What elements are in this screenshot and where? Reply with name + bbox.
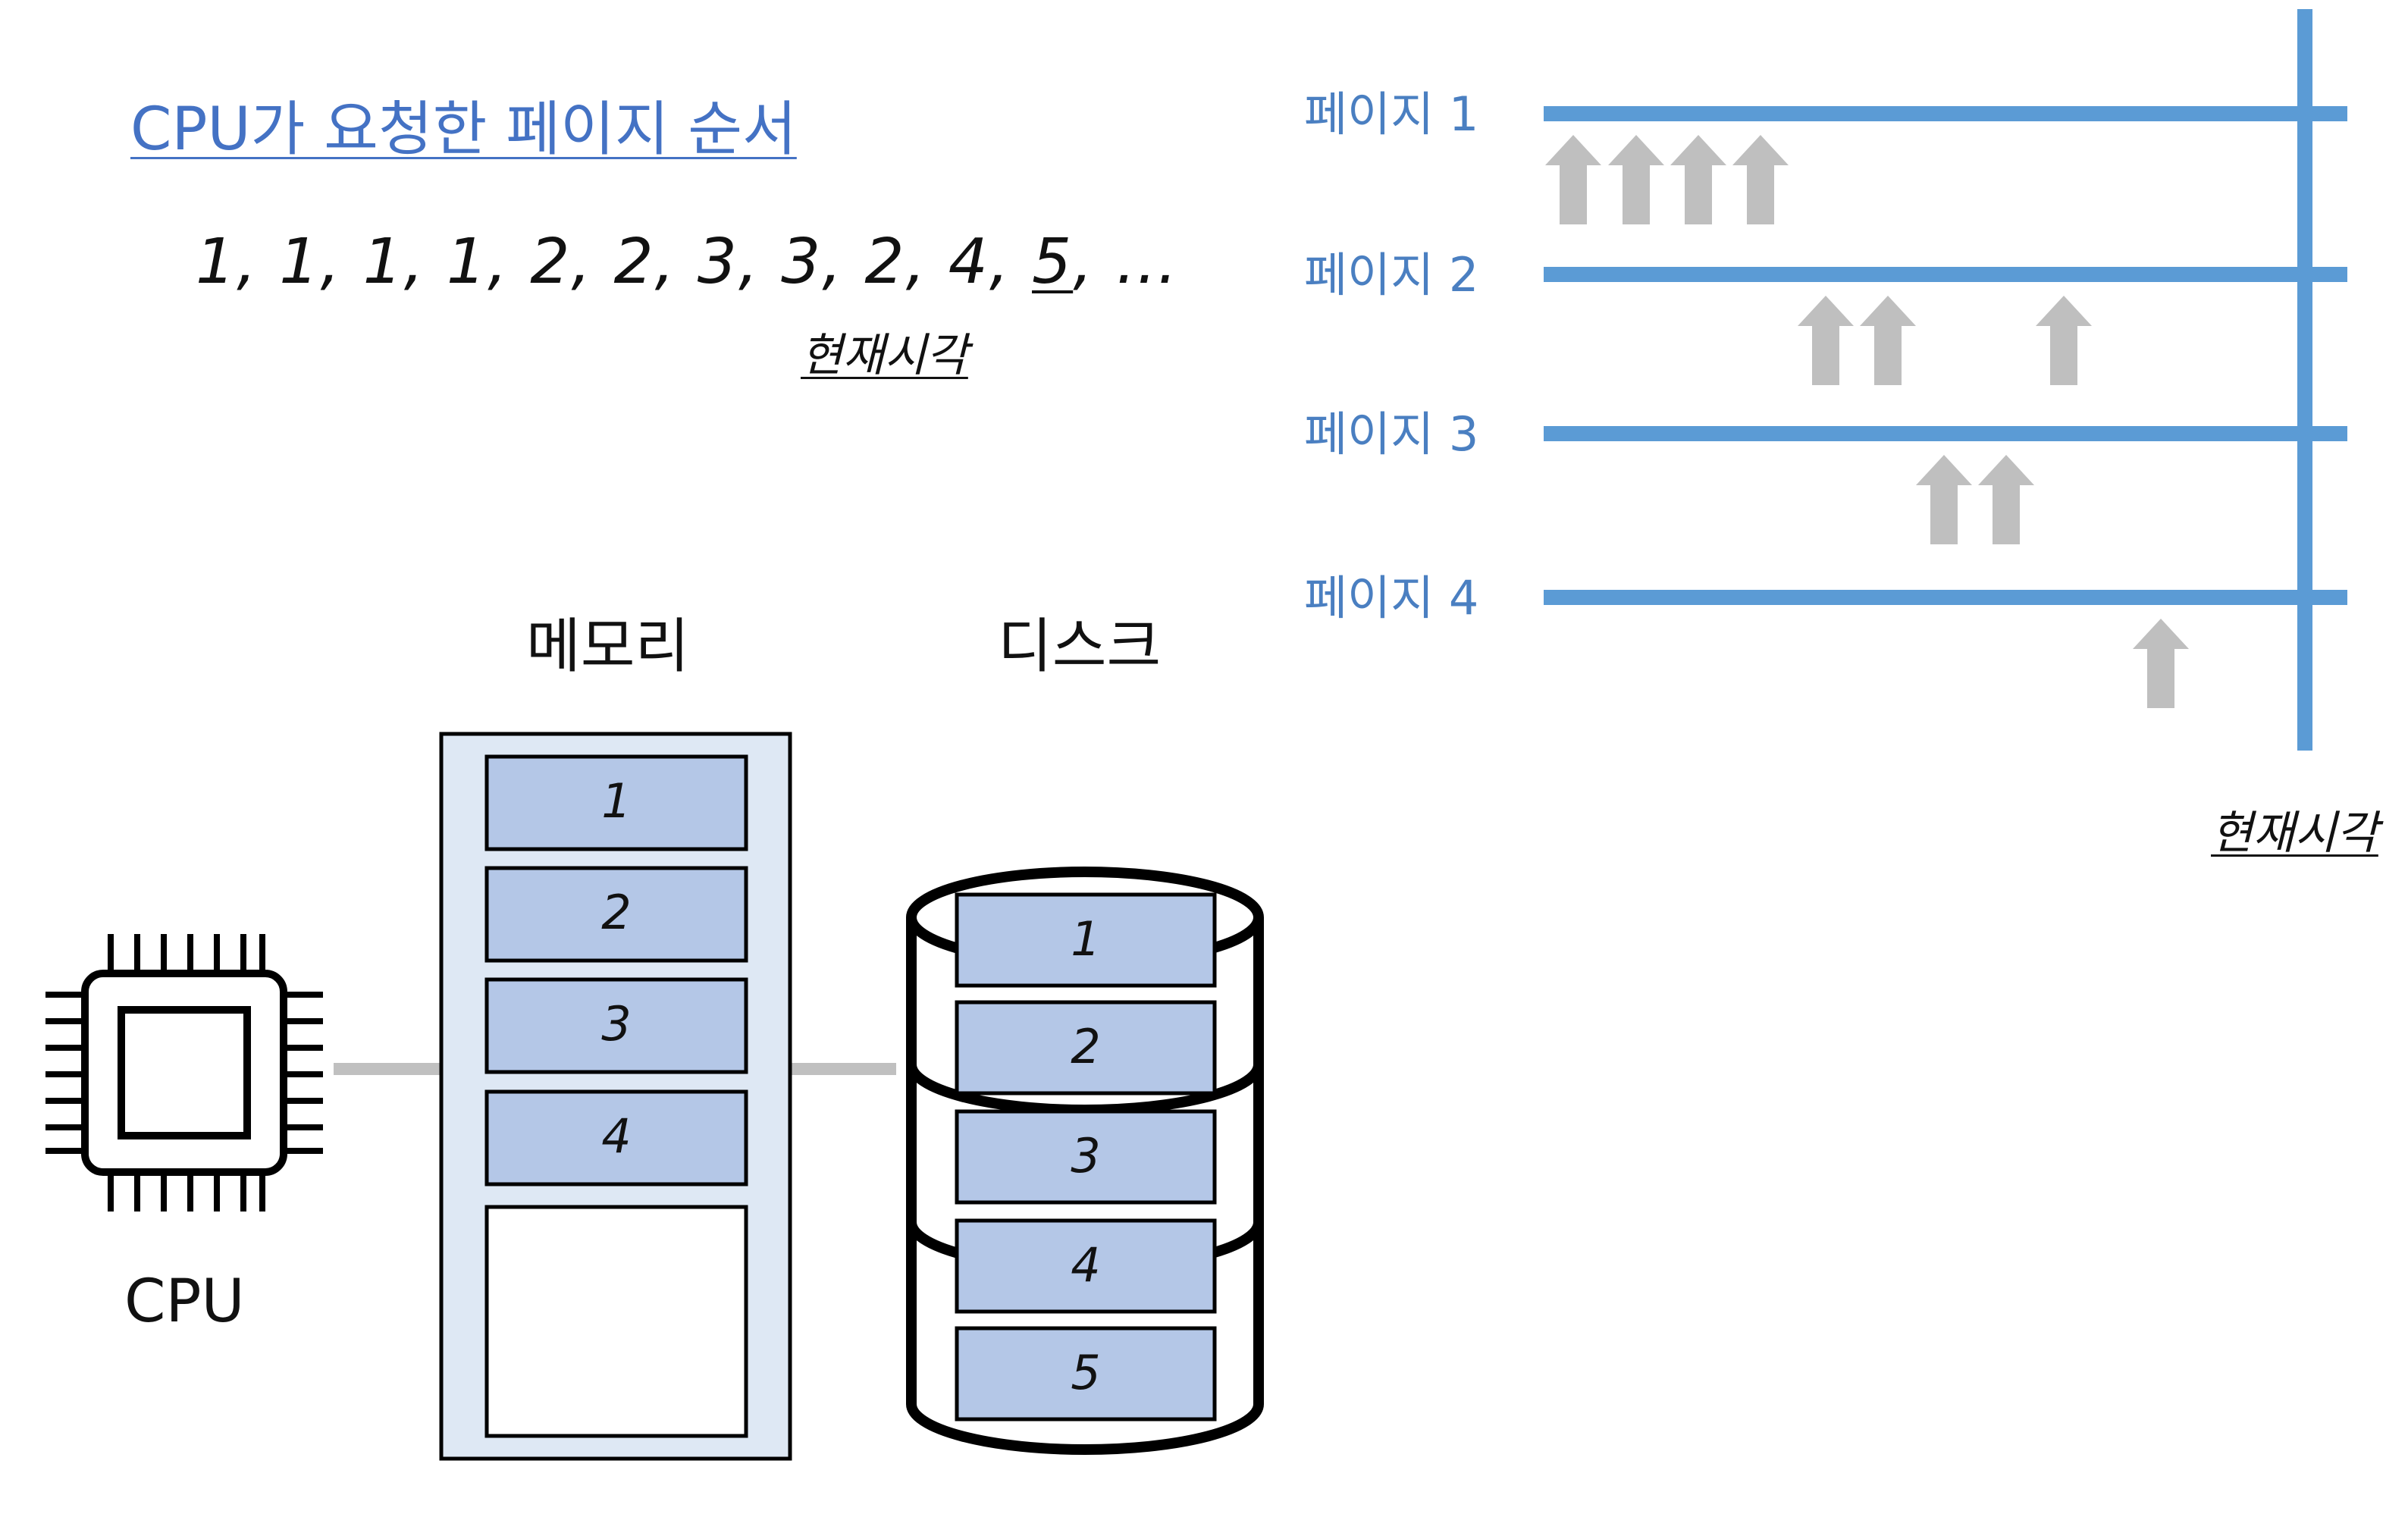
access-arrow — [1860, 296, 1916, 385]
memory-slot-label: 4 — [601, 1108, 631, 1164]
sequence-current: 5 — [1032, 226, 1074, 298]
memory-slot — [484, 754, 748, 851]
page-timelines — [1544, 106, 2347, 605]
page-label: 페이지 2 — [1304, 247, 1479, 302]
page-timeline — [1544, 267, 2347, 282]
access-arrow — [1916, 455, 1972, 544]
current-time-label-left: 현재시각 — [801, 329, 968, 382]
memory-slot — [484, 866, 748, 963]
disk-slot-label: 3 — [1071, 1128, 1100, 1183]
disk-slot — [955, 1218, 1217, 1314]
access-arrows — [1545, 135, 2189, 708]
memory-slot — [484, 977, 748, 1074]
cpu-memory-connector — [334, 1063, 441, 1075]
access-arrow — [1608, 135, 1664, 224]
memory-slot-label: 3 — [601, 996, 631, 1052]
page-timeline — [1544, 426, 2347, 441]
access-arrow — [1732, 135, 1789, 224]
current-time-label-right: 현재시각 — [2211, 807, 2378, 860]
sequence-past: 1, 1, 1, 1, 2, 2, 3, 3, 2, 4, — [196, 226, 1033, 298]
disk-slot-label: 1 — [1071, 911, 1100, 967]
page-label: 페이지 1 — [1304, 86, 1479, 142]
memory-slot — [484, 1205, 748, 1438]
disk-slot-label: 2 — [1071, 1019, 1100, 1074]
disk-slot — [955, 1326, 1217, 1422]
page-title: CPU가 요청한 페이지 순서 — [130, 96, 797, 164]
access-arrow — [1978, 455, 2034, 544]
disk-slot — [955, 1000, 1217, 1096]
memory-slots: 1 2 3 4 — [484, 754, 748, 1438]
current-time-line — [2297, 9, 2312, 751]
sequence-ellipsis: , … — [1073, 226, 1180, 298]
page-timeline — [1544, 590, 2347, 605]
request-sequence: 1, 1, 1, 1, 2, 2, 3, 3, 2, 4, 5, … — [196, 226, 1179, 298]
disk-slot-label: 4 — [1071, 1237, 1100, 1293]
disk-slot — [955, 892, 1217, 988]
cpu-chip-icon — [45, 934, 323, 1212]
disk-slot — [955, 1109, 1217, 1205]
memory-disk-connector — [790, 1063, 896, 1075]
memory-slot-label: 2 — [601, 885, 631, 940]
disk-slots: 1 2 3 4 5 — [955, 892, 1217, 1422]
memory-label: 메모리 — [526, 613, 690, 681]
cpu-label: CPU — [124, 1268, 245, 1336]
memory-slot — [484, 1089, 748, 1186]
page-label: 페이지 4 — [1304, 570, 1479, 625]
page-timeline — [1544, 106, 2347, 121]
memory-slot-label: 1 — [601, 773, 631, 829]
access-arrow — [1670, 135, 1726, 224]
access-arrow — [1798, 296, 1854, 385]
access-arrow — [1545, 135, 1601, 224]
access-arrow — [2036, 296, 2092, 385]
page-label: 페이지 3 — [1304, 406, 1479, 462]
disk-slot-label: 5 — [1071, 1345, 1100, 1400]
disk-label: 디스크 — [998, 613, 1162, 681]
access-arrow — [2133, 619, 2189, 708]
